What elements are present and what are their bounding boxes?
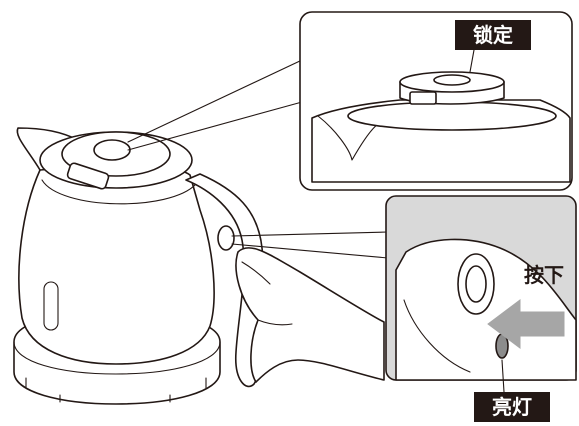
lock-label: 锁定: [455, 20, 531, 50]
handle-switch: [218, 226, 234, 250]
press-label: 按下: [524, 263, 564, 287]
lid-lock-inset: 锁定: [300, 12, 572, 190]
inset-lock-knob: [434, 75, 470, 85]
light-on-label-text: 亮灯: [492, 395, 532, 419]
lock-label-text: 锁定: [473, 23, 513, 47]
switch-press-inset: 按下: [386, 196, 576, 380]
inset-latch: [410, 92, 436, 104]
inset-switch-button: [466, 266, 486, 302]
kettle-body: [19, 162, 214, 364]
hand: [236, 248, 384, 382]
water-level-window: [44, 282, 58, 330]
lid-lock-knob: [94, 140, 130, 160]
